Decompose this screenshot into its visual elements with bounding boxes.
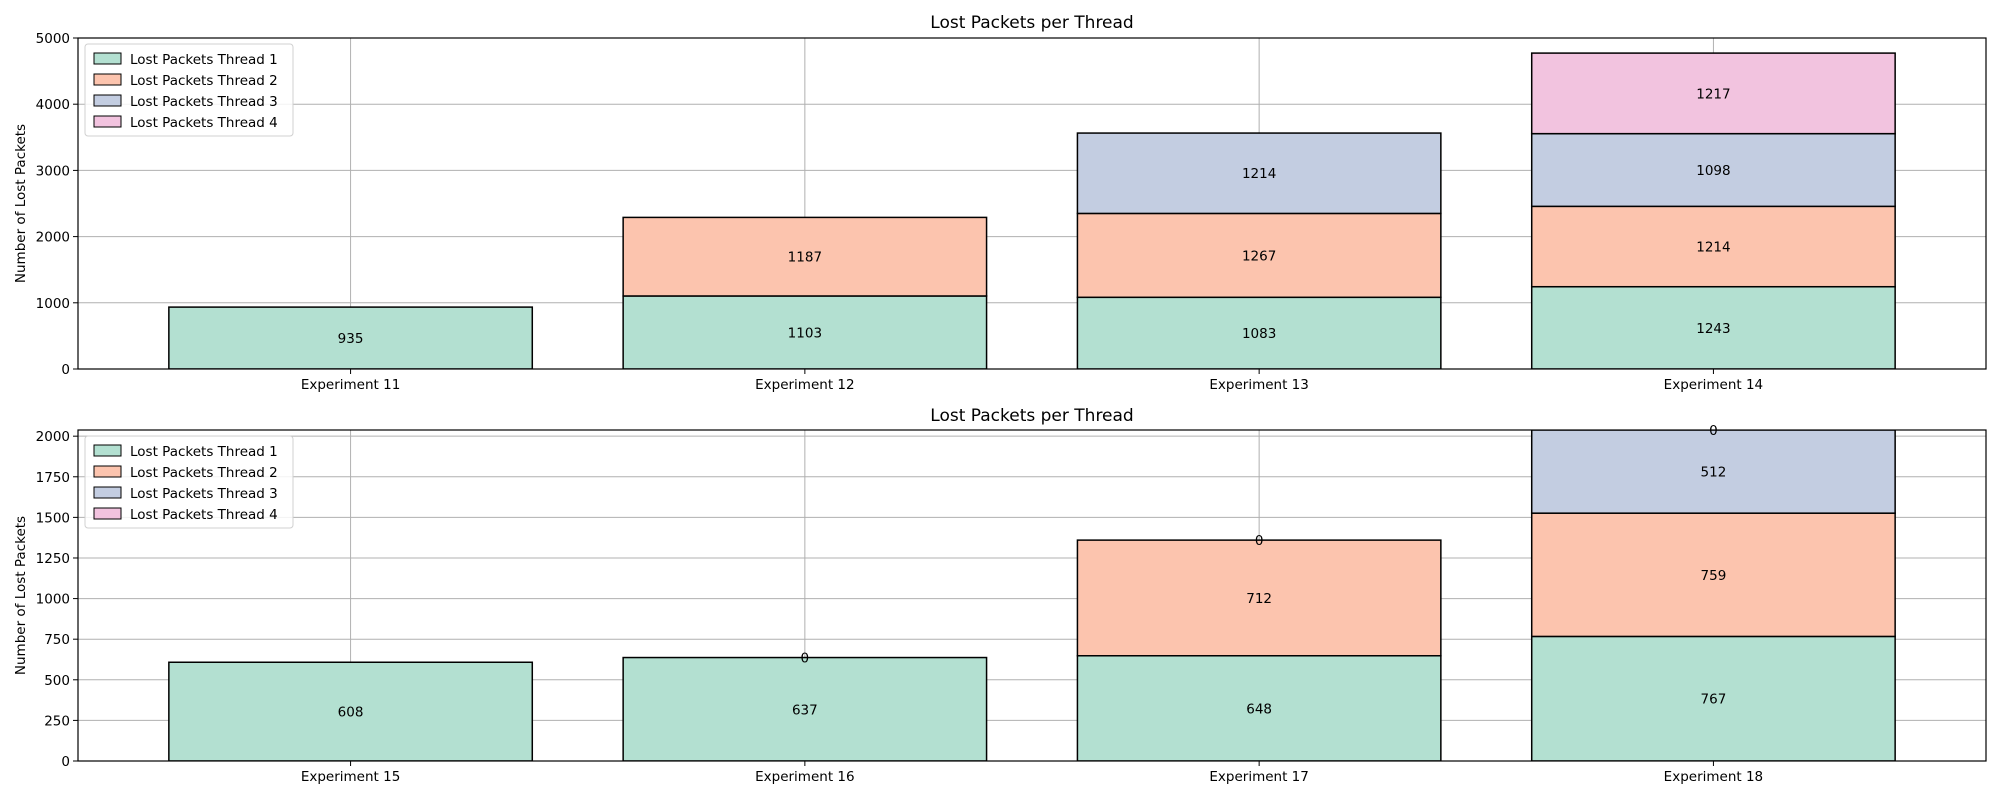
chart-panel-top: 935 1103 1083 1243 1187 1267 1214 1214 1098 1217 0… <box>13 13 1987 393</box>
legend-label: Lost Packets Thread 1 <box>130 444 278 460</box>
y-tick-label: 4000 <box>36 97 70 113</box>
bar-value-label: 935 <box>338 331 364 347</box>
legend-label: Lost Packets Thread 4 <box>130 115 278 131</box>
bar-value-label: 1214 <box>1242 166 1276 182</box>
legend-label: Lost Packets Thread 3 <box>130 486 278 502</box>
bar-segment-thread-1 <box>168 661 534 761</box>
y-tick-label: 1500 <box>36 510 70 526</box>
legend-swatch <box>93 444 122 457</box>
y-tick-label: 3000 <box>36 163 70 179</box>
bar-segment-thread-1 <box>1076 296 1442 369</box>
y-tick-label: 2000 <box>36 230 70 246</box>
bar-segment-thread-2 <box>1530 205 1896 288</box>
legend: Lost Packets Thread 1 Lost Packets Thread… <box>84 43 294 137</box>
x-tick-label: Experiment 18 <box>1664 769 1763 785</box>
bar-value-label: 1214 <box>1696 240 1730 256</box>
x-tick-label: Experiment 16 <box>755 769 854 785</box>
bar-value-label: 1217 <box>1696 86 1730 102</box>
bar-value-label: 648 <box>1246 701 1272 717</box>
bar-zero-label: 0 <box>1255 533 1264 549</box>
x-tick-label: Experiment 14 <box>1664 377 1763 393</box>
bar-value-label: 1243 <box>1696 321 1730 337</box>
bar-segment-thread-3 <box>1530 430 1896 514</box>
y-tick-label: 0 <box>61 362 70 378</box>
x-tick-label: Experiment 13 <box>1209 377 1308 393</box>
x-tick-label: Experiment 11 <box>301 377 400 393</box>
y-axis-label: Number of Lost Packets <box>13 124 29 283</box>
bar-segment-thread-1 <box>168 306 534 369</box>
bar-value-label: 1083 <box>1242 326 1276 342</box>
bar-zero-label: 0 <box>801 651 810 667</box>
y-tick-label: 1000 <box>36 296 70 312</box>
legend-swatch <box>93 465 122 478</box>
bar-segment-thread-2 <box>1076 539 1442 657</box>
legend-box <box>84 43 294 137</box>
bar-segment-thread-2 <box>622 216 988 297</box>
legend: Lost Packets Thread 1 Lost Packets Thread… <box>84 435 294 529</box>
y-axis-label: Number of Lost Packets <box>13 516 29 675</box>
bar-value-label: 1098 <box>1696 163 1730 179</box>
bar-segment-thread-4 <box>1530 52 1896 135</box>
y-tick-label: 750 <box>44 632 70 648</box>
bars-group <box>168 52 1896 369</box>
y-tick-label: 1000 <box>36 592 70 608</box>
bar-segment-thread-1 <box>1076 655 1442 761</box>
bar-segment-thread-3 <box>1530 132 1896 208</box>
chart-title: Lost Packets per Thread <box>930 406 1133 426</box>
legend-swatch <box>93 52 122 65</box>
bar-segment-thread-1 <box>622 295 988 369</box>
y-tick-label: 0 <box>61 754 70 770</box>
legend-label: Lost Packets Thread 4 <box>130 507 278 523</box>
bar-value-label: 608 <box>338 705 364 721</box>
x-tick-label: Experiment 12 <box>755 377 854 393</box>
legend-label: Lost Packets Thread 2 <box>130 73 278 89</box>
bars-group <box>168 430 1896 761</box>
bar-segment-thread-2 <box>1530 512 1896 638</box>
bar-value-label: 637 <box>792 702 818 718</box>
y-tick-label: 1250 <box>36 551 70 567</box>
chart-title: Lost Packets per Thread <box>930 13 1133 33</box>
bar-value-label: 759 <box>1701 568 1727 584</box>
bar-value-label: 512 <box>1701 465 1727 481</box>
y-tick-label: 1750 <box>36 470 70 486</box>
bar-value-label: 1267 <box>1242 248 1276 264</box>
axes-frame <box>77 37 1987 370</box>
legend-swatch <box>93 115 122 128</box>
legend-label: Lost Packets Thread 3 <box>130 94 278 110</box>
bar-segment-thread-2 <box>1076 212 1442 299</box>
legend-label: Lost Packets Thread 2 <box>130 465 278 481</box>
bar-segment-thread-1 <box>1530 285 1896 369</box>
bar-value-label: 767 <box>1701 692 1727 708</box>
bar-segment-thread-3 <box>1076 132 1442 215</box>
bar-value-label: 1103 <box>788 325 822 341</box>
chart-panel-bottom: 608 637 648 767 712 759 512 0 0 0 0 250 500 750 1000 12… <box>13 406 1987 785</box>
legend-swatch <box>93 486 122 499</box>
legend-box <box>84 435 294 529</box>
bar-segment-thread-1 <box>1530 635 1896 761</box>
bar-value-label: 1187 <box>788 250 822 266</box>
y-tick-label: 2000 <box>36 429 70 445</box>
y-tick-label: 250 <box>44 713 70 729</box>
bar-zero-label: 0 <box>1709 423 1718 439</box>
y-tick-label: 500 <box>44 673 70 689</box>
bar-segment-thread-1 <box>622 656 988 761</box>
legend-swatch <box>93 507 122 520</box>
legend-label: Lost Packets Thread 1 <box>130 52 278 68</box>
y-tick-label: 5000 <box>36 31 70 47</box>
bar-value-label: 712 <box>1246 591 1272 607</box>
axes-frame <box>77 429 1987 762</box>
legend-swatch <box>93 73 122 86</box>
x-tick-label: Experiment 17 <box>1209 769 1308 785</box>
x-tick-label: Experiment 15 <box>301 769 400 785</box>
legend-swatch <box>93 94 122 107</box>
